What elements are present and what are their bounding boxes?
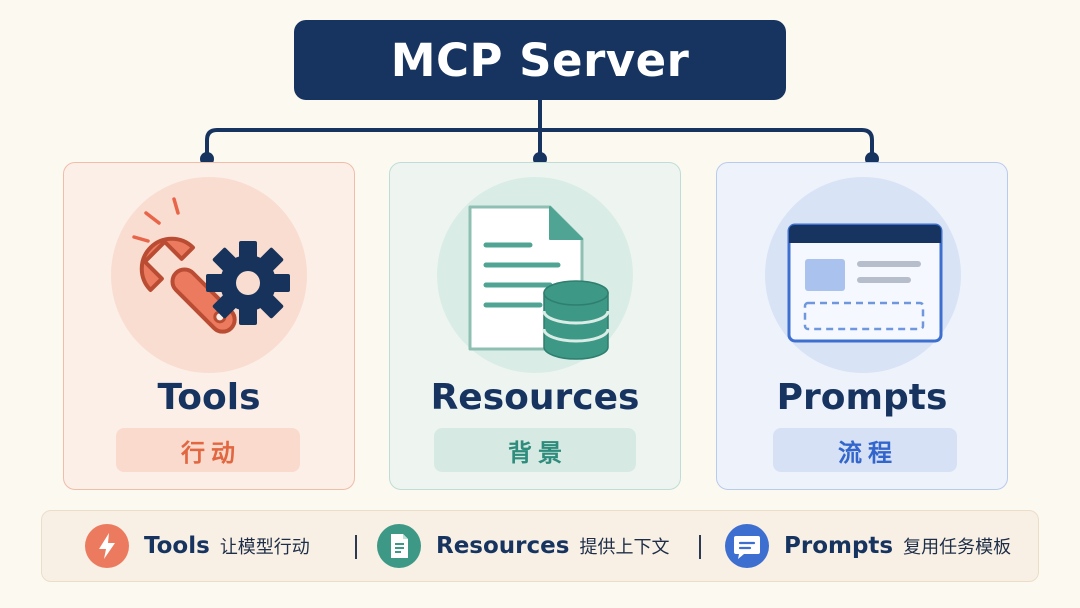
resources-card: Resources 背景	[389, 162, 681, 490]
prompts-card-title: Prompts	[776, 377, 948, 418]
prompts-illustration	[765, 177, 961, 373]
window-template-icon	[787, 223, 943, 343]
spark-icon	[132, 197, 180, 243]
document-icon	[377, 524, 421, 568]
mcp-server-title: MCP Server	[390, 33, 690, 87]
mcp-server-node: MCP Server	[294, 20, 786, 100]
legend-resources-desc: 提供上下文	[579, 537, 670, 558]
resources-illustration	[437, 177, 633, 373]
resources-card-tag: 背景	[434, 428, 636, 472]
legend-prompts-desc: 复用任务模板	[903, 537, 1012, 558]
legend-item-prompts: Prompts 复用任务模板	[724, 511, 1011, 581]
legend-bar: Tools 让模型行动 Resources 提供上下文 Prompts	[41, 510, 1039, 582]
tools-illustration	[111, 177, 307, 373]
tools-card: Tools 行动	[63, 162, 355, 490]
prompts-card-tag: 流程	[773, 428, 957, 472]
gear-icon	[206, 241, 290, 325]
legend-prompts-name: Prompts	[784, 533, 894, 559]
database-icon	[542, 280, 610, 360]
legend-tools-name: Tools	[144, 533, 210, 559]
legend-divider	[699, 535, 701, 559]
legend-item-resources: Resources 提供上下文	[376, 511, 669, 581]
legend-tools-desc: 让模型行动	[219, 537, 310, 558]
chat-bubble-icon	[725, 524, 769, 568]
lightning-icon	[85, 524, 129, 568]
resources-card-title: Resources	[430, 377, 640, 418]
tools-card-title: Tools	[157, 377, 261, 418]
prompts-card: Prompts 流程	[716, 162, 1008, 490]
legend-resources-name: Resources	[436, 533, 570, 559]
legend-item-tools: Tools 让模型行动	[84, 511, 310, 581]
legend-divider	[355, 535, 357, 559]
tools-card-tag: 行动	[116, 428, 300, 472]
